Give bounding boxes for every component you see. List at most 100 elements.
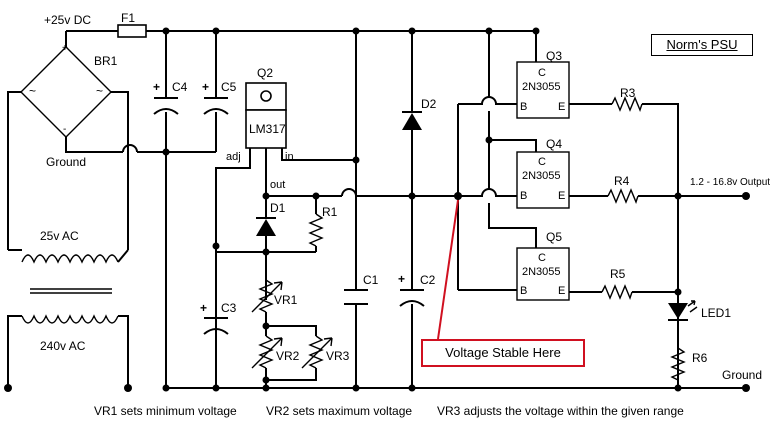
node <box>352 384 360 392</box>
bridge-plus: + <box>62 43 68 54</box>
node <box>162 384 170 392</box>
led1-rays <box>687 300 698 313</box>
vr3-wire <box>266 368 317 381</box>
bridge-ac-left: ~ <box>29 84 37 98</box>
r5-label: R5 <box>610 267 626 281</box>
node <box>408 192 416 200</box>
ground-label-left: Ground <box>46 155 87 169</box>
primary-lead-right <box>118 315 129 388</box>
q5-b: B <box>520 285 528 297</box>
note-vr1: VR1 sets minimum voltage <box>94 404 237 418</box>
d2-label: D2 <box>421 97 437 111</box>
c2-plate-bottom <box>399 300 425 307</box>
r5-resistor <box>601 284 633 300</box>
led1-diode <box>668 303 688 319</box>
schematic-title: Norm's PSU <box>651 34 753 56</box>
vr3-arrow <box>301 337 333 369</box>
node <box>674 384 682 392</box>
node <box>162 27 170 35</box>
q4-e: E <box>558 190 566 202</box>
fuse-label: F1 <box>121 11 136 25</box>
transformer-core <box>30 288 112 294</box>
c4-plate-bottom <box>153 108 179 115</box>
c4-label: C4 <box>172 80 188 94</box>
pin-out: out <box>270 179 286 191</box>
bridge-minus-wire <box>65 137 123 153</box>
node <box>162 148 170 156</box>
lm317-label: LM317 <box>249 122 286 136</box>
output-label: 1.2 - 16.8v Output <box>690 177 771 188</box>
q5-c: C <box>538 252 546 264</box>
bridge-minus: - <box>63 124 67 135</box>
q2-label: Q2 <box>257 66 274 80</box>
mains-terminal-right <box>124 384 132 392</box>
q4-part: 2N3055 <box>522 170 561 182</box>
ac-right-wire <box>111 91 129 250</box>
vr3-resistor <box>308 335 324 369</box>
r3-label: R3 <box>620 86 636 100</box>
vr2-arrow <box>251 337 283 369</box>
q3-c: C <box>538 67 546 79</box>
vr3-label: VR3 <box>326 349 350 363</box>
ac-left-wire <box>7 91 21 250</box>
r6-label: R6 <box>692 351 708 365</box>
node <box>352 27 360 35</box>
secondary-coil <box>21 254 119 264</box>
led1-label: LED1 <box>701 306 732 320</box>
r1-resistor <box>308 213 324 247</box>
pin-adj: adj <box>226 151 241 163</box>
node <box>212 384 220 392</box>
node <box>674 288 682 296</box>
d1-diode <box>256 219 276 236</box>
c5-plate-bottom <box>203 108 229 115</box>
vr2-resistor <box>258 335 274 369</box>
q3-e: E <box>558 101 566 113</box>
node <box>262 376 270 384</box>
collector-bus <box>488 31 537 248</box>
r3-resistor <box>611 96 643 112</box>
r4-label: R4 <box>614 174 630 188</box>
mains-terminal-left <box>4 384 12 392</box>
node <box>408 384 416 392</box>
q5-body <box>516 247 570 301</box>
node <box>262 384 270 392</box>
ground-terminal <box>742 384 750 392</box>
in-wire <box>281 148 356 161</box>
q3-label: Q3 <box>546 49 563 63</box>
c2-label: C2 <box>420 273 436 287</box>
vr1-resistor <box>258 279 274 313</box>
r1-label: R1 <box>322 205 338 219</box>
primary-coil <box>21 314 119 324</box>
vr1-arrow <box>251 281 283 313</box>
secondary-label: 25v AC <box>40 229 79 243</box>
q4-c: C <box>538 156 546 168</box>
output-terminal <box>742 192 750 200</box>
c4-plus: + <box>153 80 161 94</box>
out-hop <box>341 188 357 197</box>
node <box>212 242 220 250</box>
q3-b: B <box>520 101 528 113</box>
primary-label: 240v AC <box>40 339 86 353</box>
c1-label: C1 <box>363 273 379 287</box>
note-vr3: VR3 adjusts the voltage within the given… <box>437 404 684 418</box>
ground-hop <box>122 144 138 153</box>
c1-plates <box>344 289 368 305</box>
node <box>485 136 493 144</box>
q5-label: Q5 <box>546 230 563 244</box>
adj-wire <box>215 148 251 388</box>
pin-in: in <box>285 151 294 163</box>
primary-lead-left <box>7 315 22 388</box>
node <box>485 27 493 35</box>
node <box>262 248 270 256</box>
vr2-label: VR2 <box>276 349 300 363</box>
c3-plate-bottom <box>203 328 229 335</box>
q4-label: Q4 <box>546 137 563 151</box>
lm317-hole <box>260 90 272 102</box>
d1-label: D1 <box>270 201 286 215</box>
bridge-label: BR1 <box>94 54 118 68</box>
q4-collector-wire <box>489 139 537 152</box>
dc-label: +25v DC <box>44 13 92 27</box>
voltage-stable-callout: Voltage Stable Here <box>421 339 585 367</box>
fuse-f1 <box>117 24 147 38</box>
